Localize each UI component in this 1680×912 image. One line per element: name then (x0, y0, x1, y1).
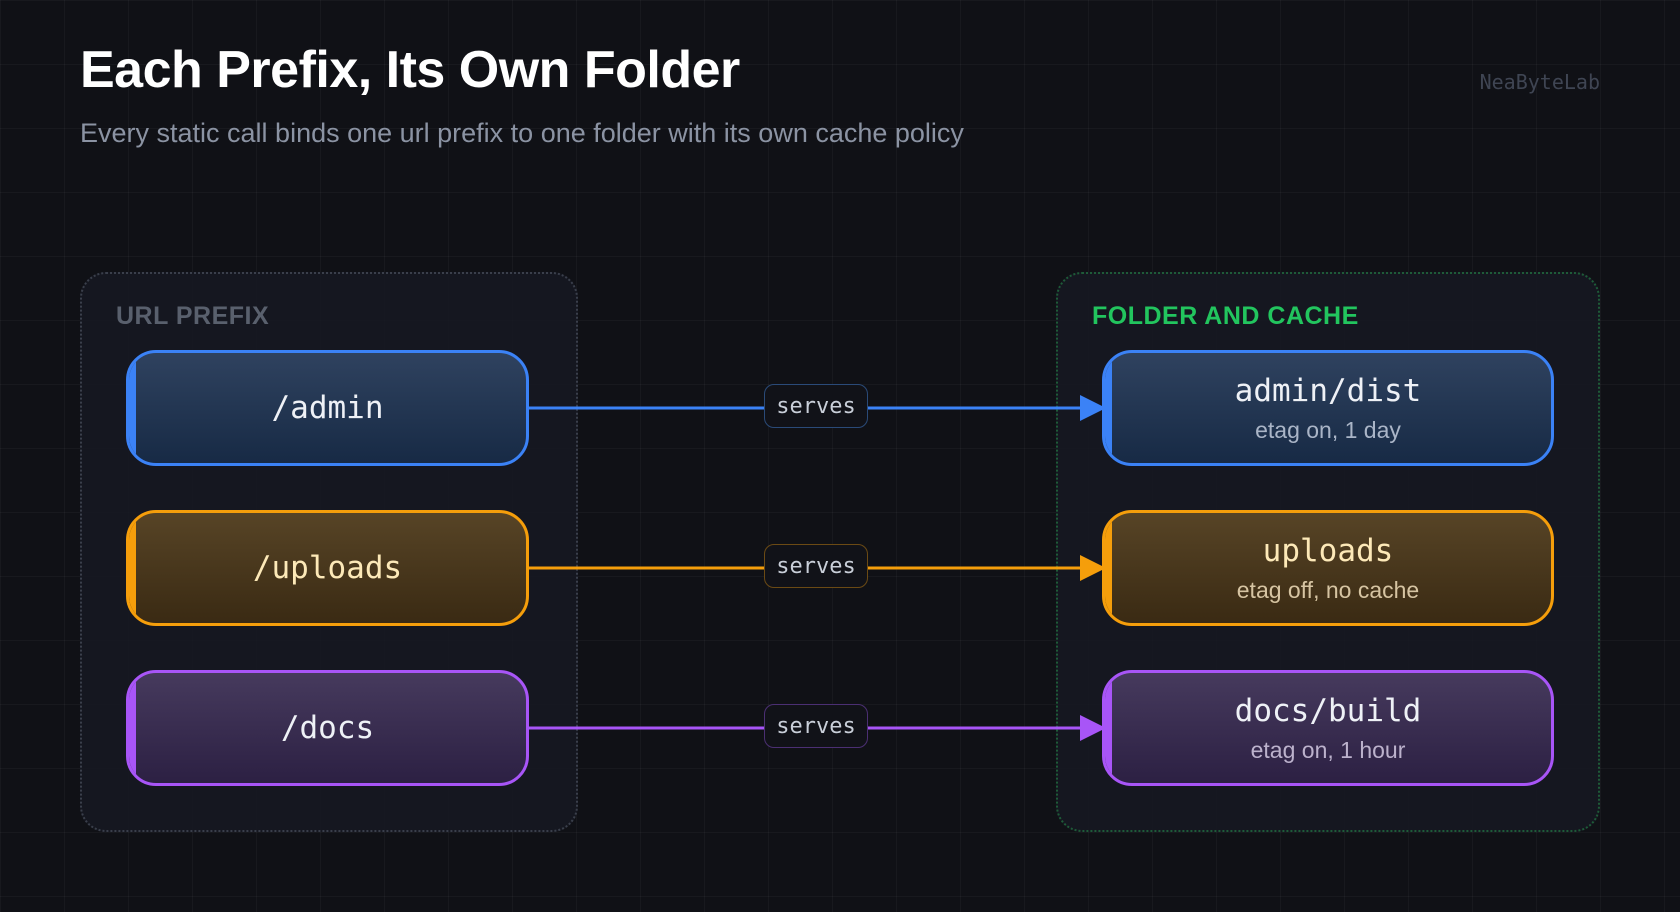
edge-label-admin: serves (764, 384, 868, 428)
page-subtitle: Every static call binds one url prefix t… (80, 118, 964, 148)
edge-label-docs: serves (764, 704, 868, 748)
url-prefix-group-label: URL PREFIX (116, 302, 270, 330)
cache-policy-uploads: etag off, no cache (1236, 576, 1420, 603)
folder-cache-group-label: FOLDER AND CACHE (1092, 302, 1359, 330)
prefix-uploads-text: /uploads (252, 550, 403, 586)
edge-label-uploads: serves (764, 544, 868, 588)
prefix-admin-text: /admin (271, 390, 384, 426)
cache-policy-admin: etag on, 1 day (1255, 416, 1401, 443)
arrowhead-admin (1080, 395, 1106, 421)
folder-node-uploads: uploads etag off, no cache (1102, 510, 1554, 626)
brand-label: NeaByteLab (1479, 70, 1600, 94)
prefix-node-admin: /admin (126, 350, 529, 466)
prefix-node-uploads: /uploads (126, 510, 529, 626)
cache-policy-docs: etag on, 1 hour (1250, 736, 1406, 763)
folder-docs-build-text: docs/build (1234, 692, 1422, 729)
arrowhead-uploads (1080, 555, 1106, 581)
folder-node-docs-build: docs/build etag on, 1 hour (1102, 670, 1554, 786)
prefix-node-docs: /docs (126, 670, 529, 786)
folder-admin-dist-text: admin/dist (1234, 372, 1422, 409)
page-title: Each Prefix, Its Own Folder (80, 41, 740, 99)
folder-node-admin-dist: admin/dist etag on, 1 day (1102, 350, 1554, 466)
arrowhead-docs (1080, 715, 1106, 741)
prefix-docs-text: /docs (280, 710, 375, 746)
folder-uploads-text: uploads (1262, 532, 1394, 569)
